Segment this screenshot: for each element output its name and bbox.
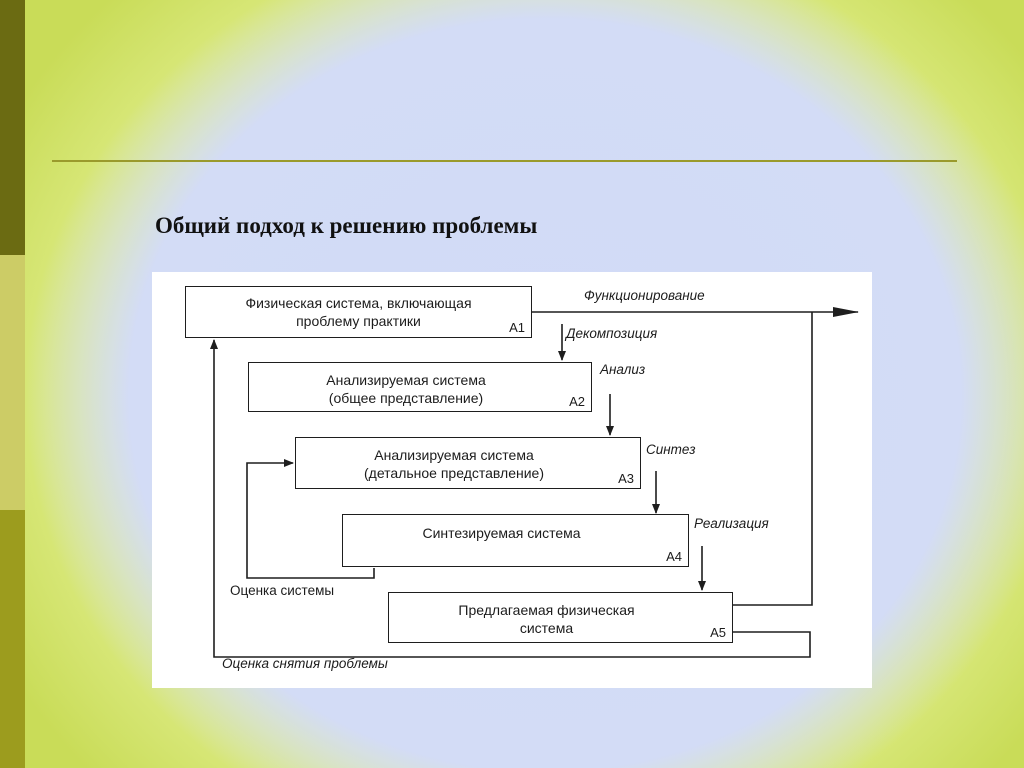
label-decomposition: Декомпозиция	[566, 326, 658, 341]
label-analysis: Анализ	[600, 362, 646, 377]
box-a4-id: A4	[666, 549, 682, 564]
left-strip-middle	[0, 255, 25, 510]
line-a5-feedback	[733, 312, 813, 606]
box-a2-text: Анализируемая система (общее представлен…	[326, 372, 486, 406]
box-a1-id: A1	[509, 320, 525, 335]
box-a4-text: Синтезируемая система	[422, 525, 581, 541]
left-strip-top	[0, 0, 25, 255]
box-a3: Анализируемая система (детальное предста…	[295, 437, 641, 489]
label-realization: Реализация	[694, 516, 769, 531]
diagram-connectors	[210, 307, 859, 658]
label-synthesis: Синтез	[646, 442, 696, 457]
slide-title: Общий подход к решению проблемы	[155, 213, 538, 238]
title-divider	[52, 160, 957, 162]
box-a3-id: A3	[618, 471, 634, 486]
label-problem-removal-evaluation: Оценка снятия проблемы	[222, 656, 388, 671]
box-a5-id: A5	[710, 625, 726, 640]
box-a4: Синтезируемая система A4	[342, 514, 689, 567]
box-a2-id: A2	[569, 394, 585, 409]
arrow-system-evaluation	[246, 459, 375, 579]
box-a5: Предлагаемая физическая система A5	[388, 592, 733, 643]
box-a3-text: Анализируемая система (детальное предста…	[364, 447, 544, 481]
diagram-panel: Физическая система, включающая проблему …	[152, 272, 872, 688]
box-a2: Анализируемая система (общее представлен…	[248, 362, 592, 412]
box-a1: Физическая система, включающая проблему …	[185, 286, 532, 338]
label-system-evaluation: Оценка системы	[230, 583, 335, 598]
label-functioning: Функционирование	[584, 288, 705, 303]
box-a5-text: Предлагаемая физическая система	[458, 602, 635, 636]
left-strip-bottom	[0, 510, 25, 768]
box-a1-text: Физическая система, включающая проблему …	[245, 295, 472, 329]
arrow-problem-removal-evaluation	[210, 339, 811, 658]
